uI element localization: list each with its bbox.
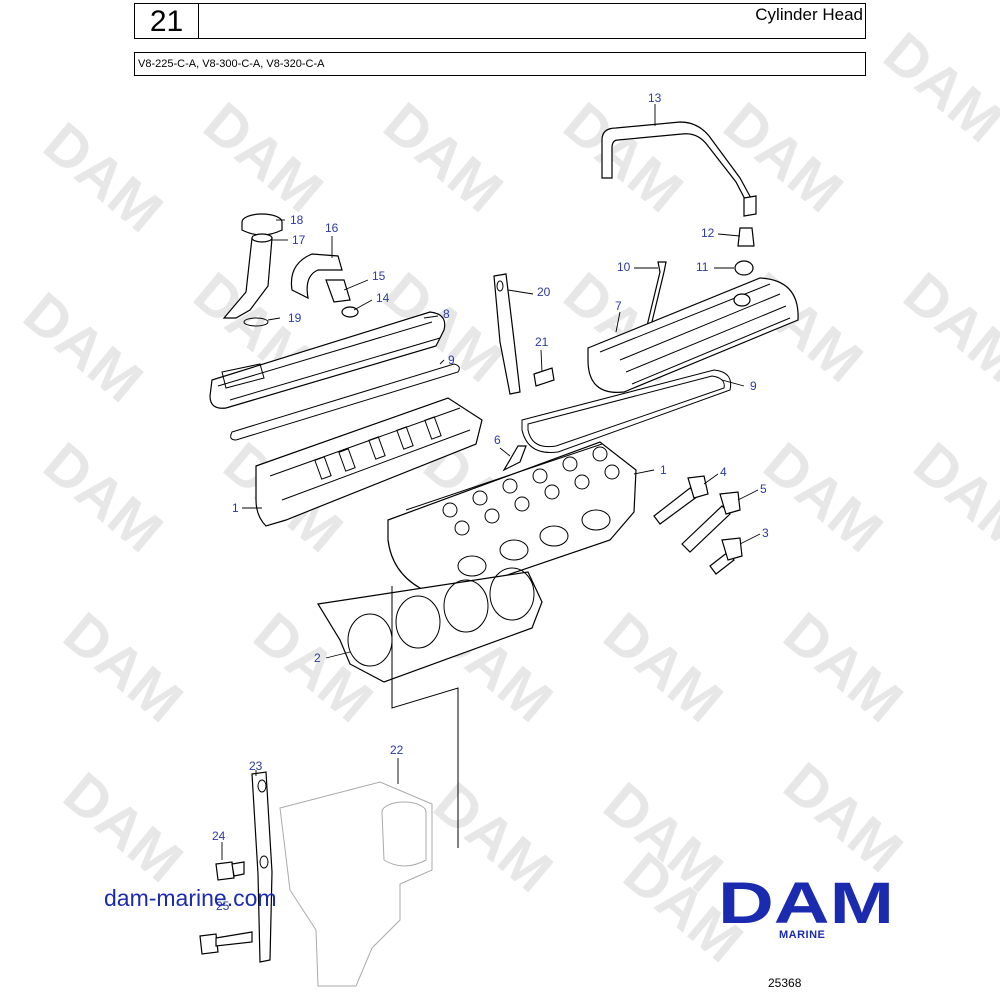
leader-lines: [221, 104, 761, 860]
svg-text:DAM: DAM: [772, 750, 915, 885]
svg-text:DAM: DAM: [32, 430, 175, 565]
valve-cover-left: [209, 311, 446, 409]
pcv-valve: [325, 279, 351, 303]
callout-20: 20: [537, 285, 551, 299]
callout-19: 19: [288, 311, 302, 325]
page-title: Cylinder Head: [755, 5, 863, 24]
callout-7: 7: [615, 299, 622, 313]
callout-14: 14: [376, 291, 390, 305]
svg-text:DAM: DAM: [12, 280, 155, 415]
callout-15: 15: [372, 269, 386, 283]
callout-24: 24: [212, 829, 226, 843]
oil-filler-cap: [241, 213, 283, 236]
pcv-hose: [290, 253, 343, 300]
callout-13: 13: [648, 91, 662, 105]
head-bolt-short: [709, 537, 743, 575]
valve-cover-gasket-left: [230, 363, 460, 441]
callout-16: 16: [325, 221, 339, 235]
head-bolt-long: [653, 475, 709, 525]
cylinder-head-left: [255, 397, 483, 527]
brace-bolt-long: [199, 931, 253, 955]
logo-subtitle: MARINE: [779, 929, 826, 941]
callout-4: 4: [720, 465, 727, 479]
svg-text:DAM: DAM: [422, 770, 565, 905]
callout-23: 23: [249, 759, 263, 773]
svg-text:DAM: DAM: [872, 20, 1000, 155]
rocker-stud: [502, 445, 527, 472]
filler-tube-gasket: [243, 317, 269, 327]
callout-21: 21: [535, 335, 549, 349]
oil-filler-tube: [222, 233, 273, 319]
svg-text:DAM: DAM: [372, 90, 515, 225]
brace-bolt-short: [215, 861, 245, 881]
callout-6: 6: [494, 433, 501, 447]
callout-9-left: 9: [448, 353, 455, 367]
lifting-bracket: [493, 273, 521, 395]
oil-filter-bracket: [279, 781, 433, 987]
assembly-link-line: [391, 586, 459, 848]
callout-22: 22: [390, 743, 404, 757]
callout-8: 8: [443, 307, 450, 321]
svg-text:DAM: DAM: [902, 430, 1000, 565]
svg-text:DAM: DAM: [712, 90, 855, 225]
grommet: [734, 260, 754, 276]
svg-text:DAM: DAM: [892, 260, 1000, 395]
logo-text: DAM: [718, 875, 894, 936]
callout-25: 25: [216, 899, 230, 913]
svg-text:DAM: DAM: [52, 600, 195, 735]
dam-logo: DAM: [718, 875, 894, 936]
svg-text:DAM: DAM: [592, 600, 735, 735]
callout-12: 12: [701, 226, 715, 240]
callout-1-right: 1: [660, 463, 667, 477]
svg-text:DAM: DAM: [772, 600, 915, 735]
callout-5: 5: [760, 482, 767, 496]
bracket-bolt: [533, 367, 555, 387]
callout-2: 2: [314, 651, 321, 665]
model-list: V8-225-C-A, V8-300-C-A, V8-320-C-A: [134, 52, 866, 76]
callout-18: 18: [290, 213, 304, 227]
callout-17: 17: [292, 233, 306, 247]
callout-10: 10: [617, 260, 631, 274]
callout-9-right: 9: [750, 379, 757, 393]
pcv-fitting: [737, 227, 755, 247]
callout-11: 11: [696, 260, 709, 274]
page-number: 21: [135, 4, 199, 38]
svg-text:DAM: DAM: [52, 760, 195, 895]
svg-text:DAM: DAM: [752, 430, 895, 565]
header-box: 21 Cylinder Head: [134, 3, 866, 39]
valve-cover-right: [587, 277, 799, 393]
svg-text:DAM: DAM: [552, 90, 695, 225]
head-bolt-medium: [681, 491, 741, 553]
callout-3: 3: [762, 526, 769, 540]
svg-text:DAM: DAM: [192, 90, 335, 225]
website-link[interactable]: dam-marine.com: [104, 885, 277, 911]
pcv-grommet: [341, 306, 359, 318]
breather-hose: [601, 121, 757, 217]
svg-text:DAM: DAM: [32, 110, 175, 245]
callout-1-left: 1: [232, 501, 239, 515]
cylinder-head-right: [387, 441, 637, 599]
valve-cover-gasket-right: [521, 369, 732, 454]
support-brace: [251, 771, 273, 963]
head-gasket: [317, 567, 543, 683]
drawing-number: 25368: [768, 976, 802, 990]
